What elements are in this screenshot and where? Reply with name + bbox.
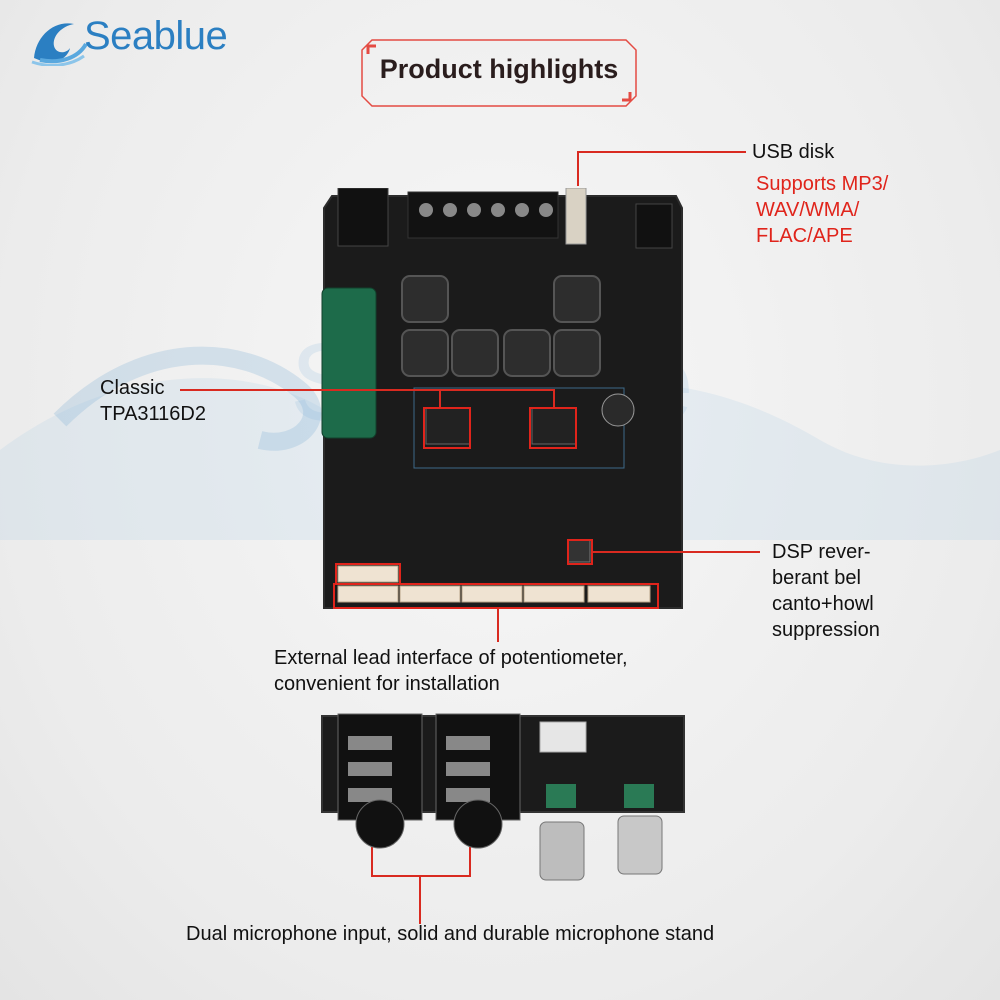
title-frame (361, 39, 637, 107)
mic-callout-text: Dual microphone input, solid and durable… (186, 923, 715, 945)
wave-logo-icon (31, 23, 88, 66)
usb-callout-detail-3: FLAC/APE (756, 225, 853, 247)
dsp-callout-line-2: berant bel (772, 567, 861, 589)
amp-callout-line-1: Classic (100, 377, 165, 399)
pot-callout-line-1: External lead interface of potentiometer… (274, 647, 628, 669)
dsp-callout-line-1: DSP rever- (772, 541, 871, 563)
pot-callout-line-2: convenient for installation (274, 673, 500, 695)
dsp-callout-line-3: canto+howl (772, 593, 874, 615)
brand-logo-text: Seablue (84, 14, 228, 58)
usb-callout-title: USB disk (752, 141, 835, 163)
amp-callout-line-2: TPA3116D2 (100, 403, 206, 425)
mic-pcb-board (321, 713, 685, 881)
page-title: Product highlights (379, 54, 619, 84)
usb-callout-detail-2: WAV/WMA/ (756, 199, 860, 221)
usb-callout-detail-1: Supports MP3/ (756, 173, 889, 195)
main-pcb-board (321, 188, 683, 609)
dsp-callout-line-4: suppression (772, 619, 880, 641)
